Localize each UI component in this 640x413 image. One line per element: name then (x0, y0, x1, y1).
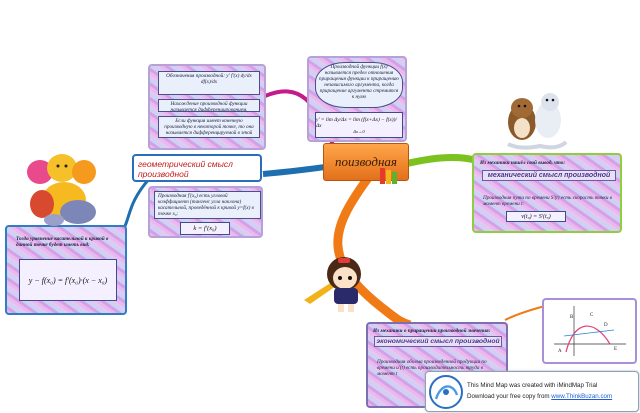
thinkbuzan-link[interactable]: www.ThinkBuzan.com (551, 393, 613, 400)
branch-tangent (123, 176, 152, 227)
economic-title: экономический смысл производной (374, 336, 502, 347)
mechanical-text: Производная пути по времени S'(t) есть с… (483, 195, 612, 207)
trial-ad-banner[interactable]: This Mind Map was created with iMindMap … (425, 371, 639, 412)
graph-label-e: E (614, 347, 617, 352)
geometric-title: геометрический смысл производной (138, 159, 233, 179)
geometric-card[interactable]: Производная f'(x₀) есть угловой коэффици… (148, 186, 263, 238)
graph-label-c: C (590, 313, 594, 318)
geometric-text: Производная f'(x₀) есть угловой коэффици… (154, 191, 261, 219)
graph-card[interactable]: B C D E A (542, 298, 637, 364)
graph-label-d: D (604, 323, 608, 328)
mechanical-header: Из механики нашёл свой вывод, что: (480, 160, 566, 166)
definition-formula-text: y' = lim Δy/Δx = lim (f(x+Δx) − f(x))/Δx (316, 116, 397, 129)
tangent-formula: y − f(x₀) = f'(x₀)·(x − x₀) (19, 259, 117, 301)
animals-image (507, 93, 568, 150)
notation-panel-1: Обозначения производной: y' f'(x) dy/dx … (158, 71, 260, 95)
geometric-title-box[interactable]: геометрический смысл производной (132, 154, 262, 182)
witch-girl-image (304, 257, 361, 312)
definition-text: Производной функции f(x) называется пред… (315, 62, 403, 108)
notation-panel-2: Нахождение производной функции называетс… (158, 99, 260, 112)
graph-curve (565, 325, 611, 353)
graph-label-a: A (558, 349, 562, 354)
tangent-card[interactable]: Тогда уравнение касательной к кривой в д… (5, 225, 127, 315)
ad-line-2: Download your free copy from www.ThinkBu… (467, 393, 612, 400)
tangent-text: Тогда уравнение касательной к кривой в д… (16, 236, 109, 248)
topic-stripes (380, 168, 397, 184)
mechanical-card[interactable]: Из механики нашёл свой вывод, что: механ… (472, 153, 622, 233)
mechanical-formula: v(t₀) = S'(t₀) (506, 211, 566, 222)
branch-economic (333, 175, 412, 330)
definition-limit-sub: Δx→0 (353, 128, 365, 134)
definition-formula: y' = lim Δy/Δx = lim (f(x+Δx) − f(x))/Δx… (315, 112, 403, 138)
imindmap-logo-icon (429, 375, 463, 409)
economic-text: Производная объема произведенной продукц… (377, 359, 487, 377)
graph-label-b: B (570, 315, 574, 320)
branch-mechanical (404, 153, 476, 168)
notation-panel-3: Если функция имеет конечную производную … (158, 116, 260, 138)
economic-header: Из механики о приращении производной зна… (373, 328, 491, 334)
branch-geometric (262, 163, 333, 177)
branch-graph (504, 305, 546, 321)
graph-tangent (563, 329, 615, 337)
ad-line-1: This Mind Map was created with iMindMap … (467, 382, 598, 389)
definition-card[interactable]: Производной функции f(x) называется пред… (307, 56, 407, 142)
geometric-formula: k = f'(x₀) (180, 222, 230, 235)
pooh-characters-image (27, 154, 96, 226)
mechanical-title: механический смысл производной (482, 170, 616, 181)
notation-card[interactable]: Обозначения производной: y' f'(x) dy/dx … (148, 64, 266, 150)
graph-plot: B C D E A (554, 306, 626, 356)
ad-line-2-prefix: Download your free copy from (467, 393, 552, 400)
